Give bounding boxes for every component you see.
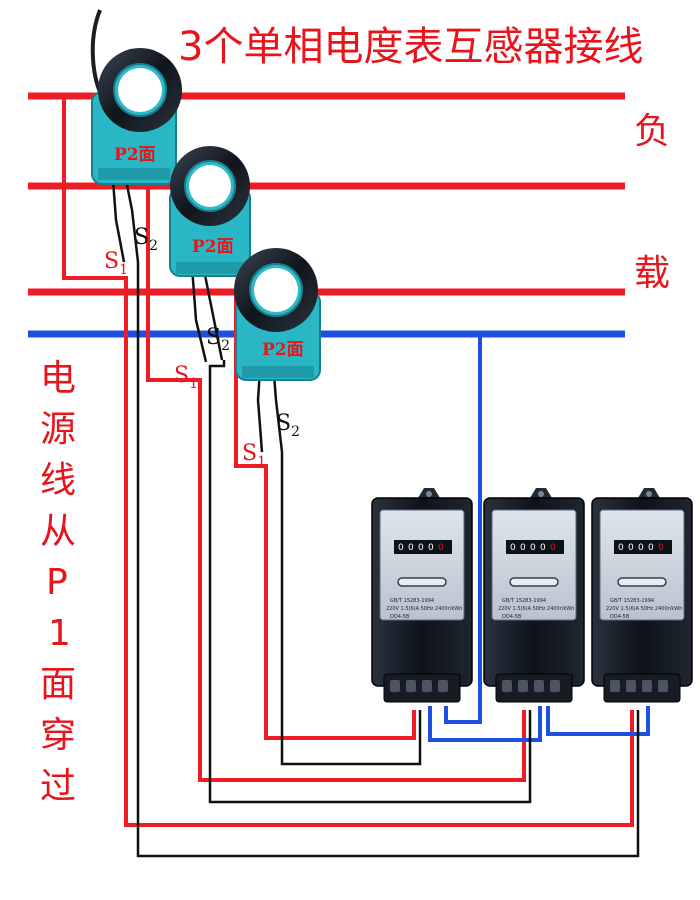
load-label-char-1: 负 [634,111,670,152]
ct-face-label: P2面 [192,237,234,257]
counter-digit: 0 [540,543,546,553]
current-transformer-2: P2面 [169,146,251,277]
current-transformer-3: P2面 [234,248,321,381]
meter-model-line: DD4-5B [390,614,410,620]
meter-rating-line: 220V 1.5(6)A 50Hz 2400r/kWh [498,606,574,612]
meter-counter: 0 0 0 0 0 [398,543,444,553]
meter-counter: 0 0 0 0 0 [510,543,556,553]
source-label-char: 面 [40,664,76,705]
counter-digit: 0 [550,543,556,553]
secondary-wire-1 [136,262,640,858]
current-transformer-1: P2面 [91,48,182,185]
terminal-s1-label-2: S1 [174,363,198,392]
terminal-s2-label-2: S2 [206,325,230,354]
phase-tap-3 [234,292,416,740]
counter-digit: 0 [418,543,424,553]
source-label-char: 1 [48,613,71,654]
source-label-char: P [46,562,68,603]
counter-digit: 0 [628,543,634,553]
terminal-s1-label-1: S1 [104,249,128,278]
secondary-wire-3 [280,452,422,766]
meter-std-line: GB/T 15283-1994 [502,598,546,604]
load-label-char-2: 载 [634,253,670,294]
neutral-bridge-1 [428,706,542,742]
ct-face-label: P2面 [114,145,156,165]
electricity-meter-3: 0 0 0 0 0 GB/T 15283-1994 220V 1.5(6)A 5… [591,488,693,703]
source-label-char: 电 [40,358,76,399]
counter-digit: 0 [638,543,644,553]
ct-face-label: P2面 [262,340,304,360]
phase-taps [62,96,634,827]
terminal-s1-label-3: S1 [242,441,266,470]
source-label-char: 穿 [40,715,76,756]
counter-digit: 0 [398,543,404,553]
neutral-bridge-2 [546,706,650,736]
source-label: 电 源 线 从 P 1 面 穿 过 [40,358,76,807]
counter-digit: 0 [658,543,664,553]
counter-digit: 0 [428,543,434,553]
counter-digit: 0 [530,543,536,553]
counter-digit: 0 [648,543,654,553]
counter-digit: 0 [510,543,516,553]
counter-digit: 0 [520,543,526,553]
counter-digit: 0 [408,543,414,553]
counter-digit: 0 [438,543,444,553]
meter-std-line: GB/T 15283-1994 [610,598,654,604]
meter-model-line: DD4-5B [502,614,522,620]
meter-rating-line: 220V 1.5(6)A 50Hz 2400r/kWh [386,606,462,612]
electricity-meter-2: 0 0 0 0 0 GB/T 15283-1994 220V 1.5(6)A 5… [483,488,585,703]
source-label-char: 从 [40,511,76,552]
phase-tap-1 [62,96,634,827]
secondary-wire-2 [208,360,532,804]
meter-counter: 0 0 0 0 0 [618,543,664,553]
meter-rating-line: 220V 1.5(6)A 50Hz 2400r/kWh [606,606,682,612]
source-label-char: 源 [40,409,76,450]
neutral-connections [428,334,650,742]
phase-tap-2 [146,186,526,782]
electricity-meter-1: 0 0 0 0 0 GB/T 15283-1994 220V 1.5(6)A 5… [371,488,473,703]
meter-std-line: GB/T 15283-1994 [390,598,434,604]
diagram-title: 3个单相电度表互感器接线 [178,24,643,70]
neutral-drop [444,334,482,724]
secondary-wires [90,9,640,858]
terminal-s2-label-1: S2 [134,225,158,254]
source-label-char: 线 [40,460,76,501]
counter-digit: 0 [618,543,624,553]
source-label-char: 过 [40,766,76,807]
terminal-labels: S1 S2 S1 S2 S1 S2 [104,225,300,470]
meter-model-line: DD4-5B [610,614,630,620]
terminal-s2-label-3: S2 [276,411,300,440]
